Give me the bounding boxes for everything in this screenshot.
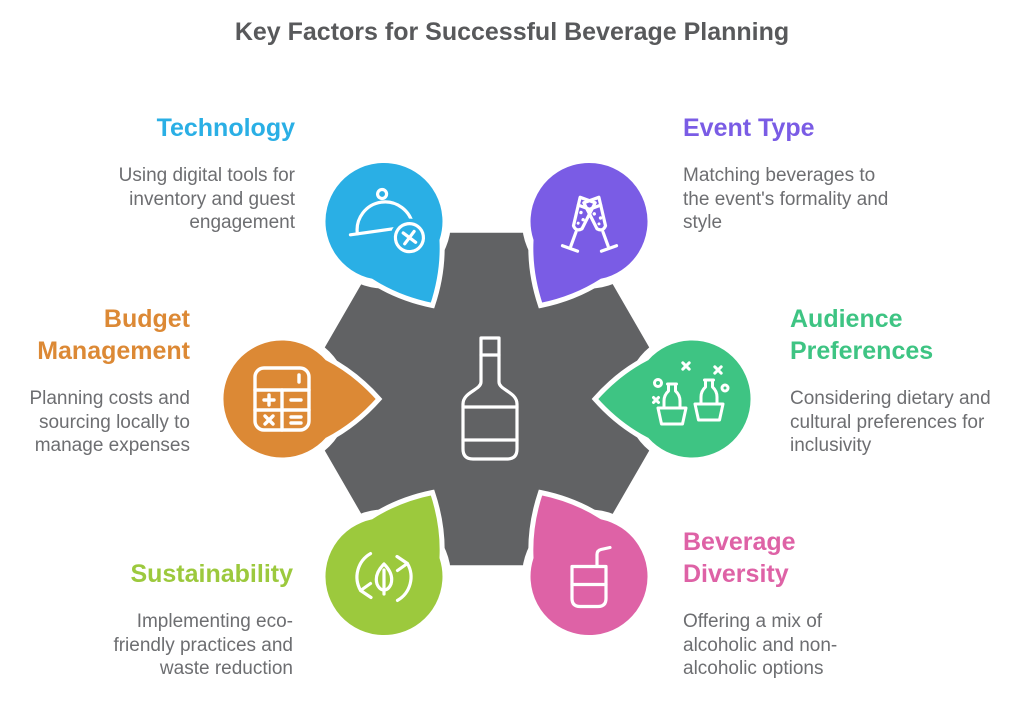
factor-budget-management: Budget Management Planning costs and sou… bbox=[0, 303, 190, 458]
recycle-leaf-icon bbox=[355, 552, 413, 602]
factor-beverage-diversity-description: Offering a mix of alcoholic and non- alc… bbox=[683, 611, 838, 679]
petal-event-type bbox=[525, 157, 653, 309]
wine-bottle-icon bbox=[461, 336, 519, 461]
page-title: Key Factors for Successful Beverage Plan… bbox=[234, 18, 790, 46]
factor-event-type-label: Event Type bbox=[683, 114, 815, 142]
factor-technology-label: Technology bbox=[156, 114, 295, 142]
factor-budget-management-label: Budget Management bbox=[37, 305, 190, 365]
factor-audience-preferences-label: Audience Preferences bbox=[790, 305, 934, 365]
petal-audience-preferences bbox=[591, 335, 756, 463]
petal-technology bbox=[320, 157, 448, 309]
factor-audience-preferences-description: Considering dietary and cultural prefere… bbox=[790, 388, 991, 456]
bottles-ice-bucket-icon bbox=[652, 361, 730, 426]
champagne-glasses-icon bbox=[560, 195, 619, 253]
calculator-icon bbox=[253, 366, 311, 432]
center-hexagon bbox=[295, 232, 679, 566]
factor-sustainability: Sustainability Implementing eco- friendl… bbox=[13, 558, 293, 681]
factor-sustainability-label: Sustainability bbox=[130, 560, 293, 588]
factor-event-type-description: Matching beverages to the event's formal… bbox=[683, 165, 889, 233]
factor-technology: Technology Using digital tools for inven… bbox=[15, 112, 295, 235]
factor-technology-description: Using digital tools for inventory and gu… bbox=[118, 165, 295, 233]
factor-audience-preferences: Audience Preferences Considering dietary… bbox=[790, 303, 1024, 458]
factor-event-type: Event Type Matching beverages to the eve… bbox=[683, 112, 983, 235]
drink-cup-straw-icon bbox=[570, 545, 612, 609]
factor-beverage-diversity-label: Beverage Diversity bbox=[683, 528, 796, 588]
factor-sustainability-description: Implementing eco- friendly practices and… bbox=[113, 611, 293, 679]
factor-beverage-diversity: Beverage Diversity Offering a mix of alc… bbox=[683, 526, 983, 681]
cloche-cancel-icon bbox=[348, 187, 429, 257]
factor-budget-management-description: Planning costs and sourcing locally to m… bbox=[29, 388, 190, 456]
